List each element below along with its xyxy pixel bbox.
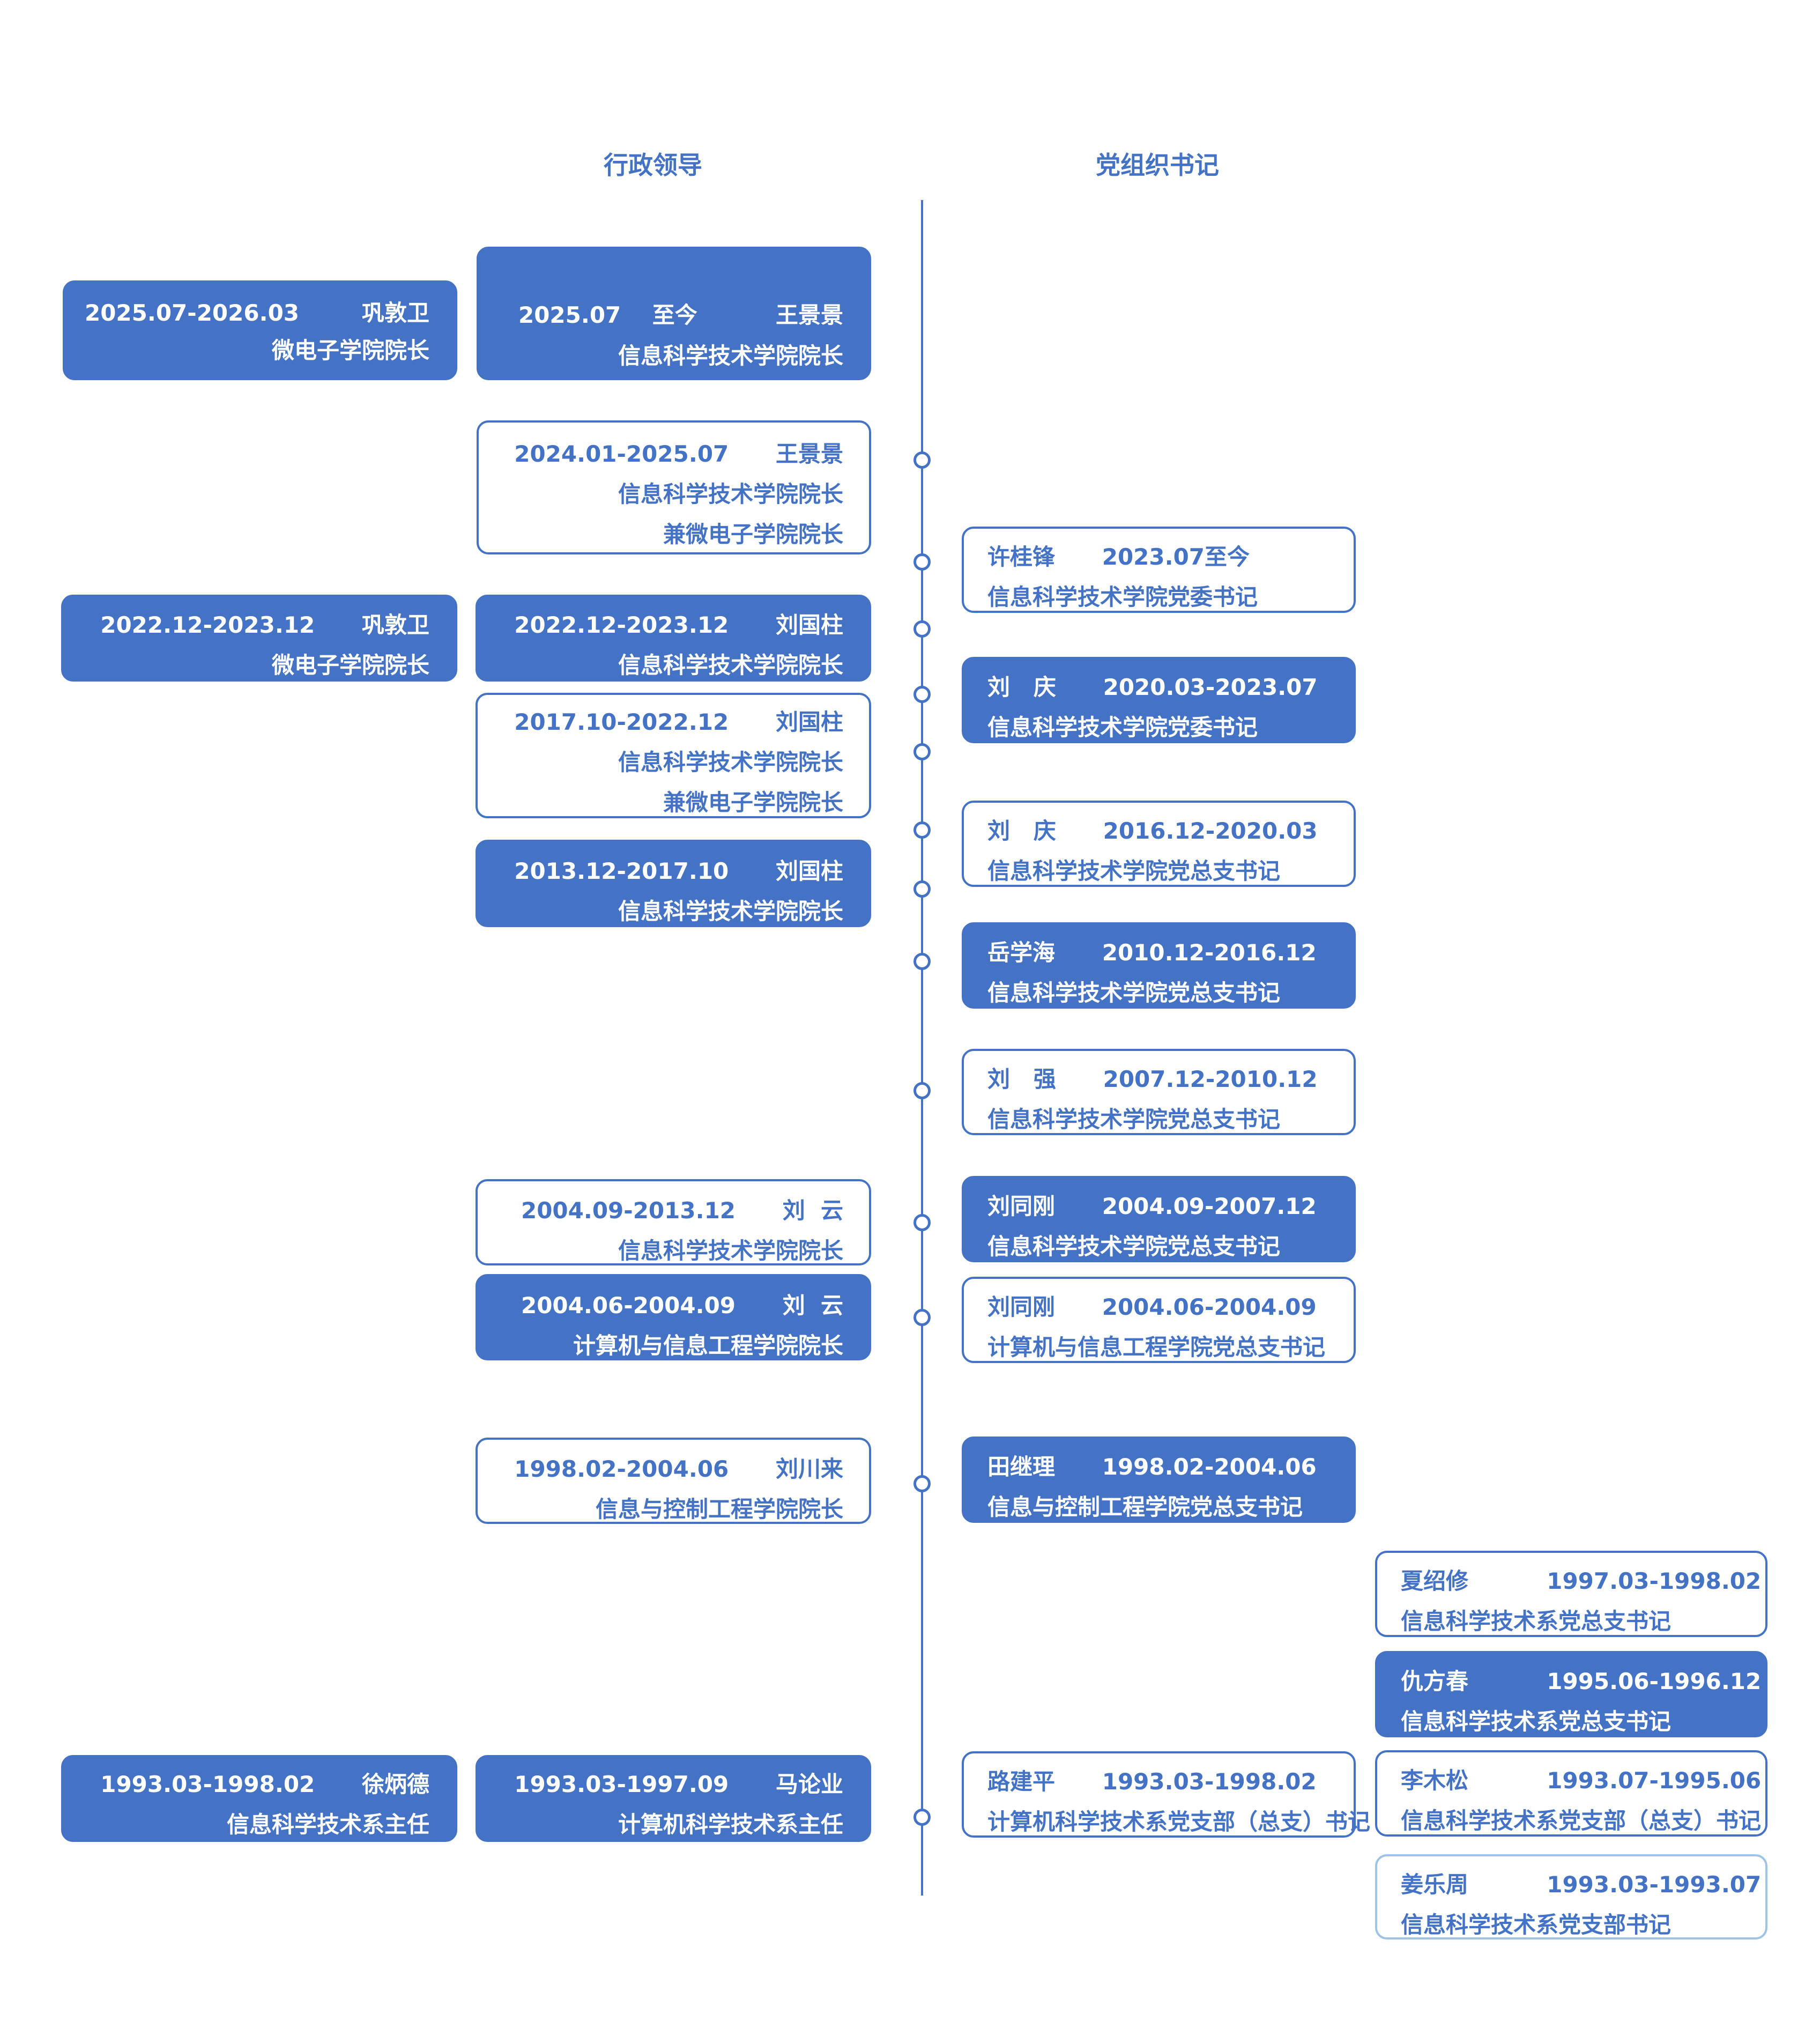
timeline-node xyxy=(913,821,931,839)
admin-entry-line: 信息科学技术学院院长 xyxy=(618,343,843,369)
timeline-axis xyxy=(921,200,923,1896)
party-entry-line: 刘 庆 2016.12-2020.03 xyxy=(987,818,1318,844)
party-entry-line: 信息科学技术系党支部书记 xyxy=(1401,1912,1672,1938)
party-entry-box: 田继理 1998.02-2004.06 信息与控制工程学院党总支书记 xyxy=(962,1437,1356,1523)
party-entry-line: 信息科学技术学院党总支书记 xyxy=(987,858,1281,884)
admin-entry-box: 2004.09-2013.12 刘 云信息科学技术学院院长 xyxy=(476,1179,871,1265)
admin-entry-box: 2004.06-2004.09 刘 云计算机与信息工程学院院长 xyxy=(476,1274,871,1360)
timeline-node xyxy=(913,1082,931,1099)
party-entry-line: 信息科学技术学院党总支书记 xyxy=(987,980,1281,1006)
party-entry-line: 岳学海 2010.12-2016.12 xyxy=(987,939,1317,966)
party-entry-line: 李木松 1993.07-1995.06 xyxy=(1401,1767,1762,1794)
party-entry-box: 岳学海 2010.12-2016.12 信息科学技术学院党总支书记 xyxy=(962,922,1356,1009)
party-entry-line: 刘同刚 2004.06-2004.09 xyxy=(987,1294,1317,1320)
admin-entry-box: 2013.12-2017.10 刘国柱信息科学技术学院院长 xyxy=(476,840,871,927)
timeline-node xyxy=(913,1475,931,1492)
timeline-node xyxy=(913,451,931,469)
timeline-node xyxy=(913,1809,931,1826)
party-entry-line: 刘同刚 2004.09-2007.12 xyxy=(987,1193,1317,1219)
admin-entry-line: 微电子学院院长 xyxy=(271,652,429,678)
timeline-node xyxy=(913,620,931,638)
admin-entry-line: 信息科学技术学院院长 xyxy=(618,652,843,678)
header-party: 党组织书记 xyxy=(1096,151,1219,180)
admin-entry-line: 信息科学技术学院院长 xyxy=(618,898,843,924)
admin-entry-line: 兼微电子学院院长 xyxy=(663,789,843,816)
party-entry-box: 夏绍修 1997.03-1998.02 信息科学技术系党总支书记 xyxy=(1375,1551,1767,1637)
party-entry-line: 许桂锋 2023.07至今 xyxy=(987,544,1250,570)
admin-entry-line: 2025.07 至今 王景景 xyxy=(518,302,843,328)
timeline-node xyxy=(913,686,931,703)
admin-entry-line: 2022.12-2023.12 刘国柱 xyxy=(514,612,843,638)
party-entry-line: 田继理 1998.02-2004.06 xyxy=(987,1454,1317,1480)
admin-entry-line: 兼微电子学院院长 xyxy=(663,521,843,547)
timeline-node xyxy=(913,880,931,898)
admin-entry-box: 1998.02-2004.06 刘川来信息与控制工程学院院长 xyxy=(476,1438,871,1524)
party-entry-box: 姜乐周 1993.03-1993.07 信息科学技术系党支部书记 xyxy=(1375,1854,1767,1939)
party-entry-line: 信息科学技术学院党委书记 xyxy=(987,584,1258,610)
admin-entry-line: 信息与控制工程学院院长 xyxy=(595,1496,843,1522)
admin-entry-line: 1993.03-1997.09 马论业 xyxy=(514,1771,843,1797)
admin-entry-line: 2013.12-2017.10 刘国柱 xyxy=(514,858,843,884)
admin-entry-box: 2017.10-2022.12 刘国柱信息科学技术学院院长兼微电子学院院长 xyxy=(476,693,871,818)
party-entry-line: 信息科学技术系党总支书记 xyxy=(1401,1608,1672,1634)
party-entry-box: 仇方春 1995.06-1996.12 信息科学技术系党总支书记 xyxy=(1375,1651,1767,1737)
party-entry-line: 计算机与信息工程学院党总支书记 xyxy=(987,1334,1326,1360)
party-entry-box: 许桂锋 2023.07至今信息科学技术学院党委书记 xyxy=(962,527,1356,613)
admin-entry-line: 2017.10-2022.12 刘国柱 xyxy=(514,709,843,735)
party-entry-line: 路建平 1993.03-1998.02 xyxy=(987,1768,1317,1795)
party-entry-box: 刘 庆 2016.12-2020.03 信息科学技术学院党总支书记 xyxy=(962,801,1356,887)
party-entry-line: 刘 庆 2020.03-2023.07 xyxy=(987,674,1318,700)
party-entry-line: 信息科学技术学院党总支书记 xyxy=(987,1233,1281,1260)
timeline-node xyxy=(913,1309,931,1326)
party-entry-line: 计算机科学技术系党支部（总支）书记 xyxy=(987,1809,1371,1835)
timeline-node xyxy=(913,953,931,970)
admin-entry-line: 信息科学技术学院院长 xyxy=(618,1238,843,1264)
admin-entry-line: 2004.06-2004.09 刘 云 xyxy=(521,1292,843,1319)
party-entry-box: 路建平 1993.03-1998.02 计算机科学技术系党支部（总支）书记 xyxy=(962,1751,1370,1838)
party-entry-line: 信息科学技术学院党总支书记 xyxy=(987,1106,1281,1132)
header-admin: 行政领导 xyxy=(604,151,702,180)
admin-entry-line: 信息科学技术系主任 xyxy=(226,1811,429,1838)
party-entry-line: 信息科学技术系党支部（总支）书记 xyxy=(1401,1808,1762,1834)
party-entry-line: 仇方春 1995.06-1996.12 xyxy=(1401,1668,1762,1694)
admin-entry-line: 2024.01-2025.07 王景景 xyxy=(514,441,843,467)
party-entry-line: 刘 强 2007.12-2010.12 xyxy=(987,1066,1318,1092)
timeline-node xyxy=(913,743,931,760)
party-entry-box: 刘 强 2007.12-2010.12 信息科学技术学院党总支书记 xyxy=(962,1049,1356,1135)
party-entry-box: 李木松 1993.07-1995.06 信息科学技术系党支部（总支）书记 xyxy=(1375,1750,1767,1837)
admin-entry-line: 计算机与信息工程学院院长 xyxy=(573,1332,843,1359)
admin-entry-box: 1993.03-1997.09 马论业计算机科学技术系主任 xyxy=(476,1755,871,1842)
timeline-node xyxy=(913,553,931,571)
party-entry-line: 信息与控制工程学院党总支书记 xyxy=(987,1494,1303,1520)
party-entry-line: 夏绍修 1997.03-1998.02 xyxy=(1401,1568,1762,1594)
admin-entry-box: 2025.07 至今 王景景信息科学技术学院院长 xyxy=(477,247,871,380)
admin-entry-line: 微电子学院院长 xyxy=(271,337,429,364)
admin-entry-box: 2024.01-2025.07 王景景信息科学技术学院院长兼微电子学院院长 xyxy=(477,420,871,554)
party-entry-box: 刘同刚 2004.09-2007.12 信息科学技术学院党总支书记 xyxy=(962,1176,1356,1262)
admin-entry-line: 1993.03-1998.02 徐炳德 xyxy=(100,1771,429,1797)
admin-entry-line: 信息科学技术学院院长 xyxy=(618,481,843,507)
admin-entry-box: 1993.03-1998.02 徐炳德信息科学技术系主任 xyxy=(61,1755,457,1842)
admin-entry-box: 2025.07-2026.03 巩敦卫微电子学院院长 xyxy=(63,280,457,380)
party-entry-box: 刘同刚 2004.06-2004.09 计算机与信息工程学院党总支书记 xyxy=(962,1277,1356,1363)
admin-entry-line: 2004.09-2013.12 刘 云 xyxy=(521,1197,843,1224)
timeline-node xyxy=(913,1214,931,1231)
admin-entry-box: 2022.12-2023.12 刘国柱信息科学技术学院院长 xyxy=(476,595,871,682)
admin-entry-line: 计算机科学技术系主任 xyxy=(618,1811,843,1838)
admin-entry-line: 2025.07-2026.03 巩敦卫 xyxy=(84,300,429,326)
party-entry-box: 刘 庆 2020.03-2023.07 信息科学技术学院党委书记 xyxy=(962,657,1356,743)
party-entry-line: 姜乐周 1993.03-1993.07 xyxy=(1401,1871,1762,1898)
admin-entry-line: 2022.12-2023.12 巩敦卫 xyxy=(100,612,429,638)
party-entry-line: 信息科学技术系党总支书记 xyxy=(1401,1708,1672,1735)
party-entry-line: 信息科学技术学院党委书记 xyxy=(987,714,1258,741)
admin-entry-box: 2022.12-2023.12 巩敦卫微电子学院院长 xyxy=(61,595,457,682)
admin-entry-line: 1998.02-2004.06 刘川来 xyxy=(514,1456,843,1482)
admin-entry-line: 信息科学技术学院院长 xyxy=(618,749,843,775)
